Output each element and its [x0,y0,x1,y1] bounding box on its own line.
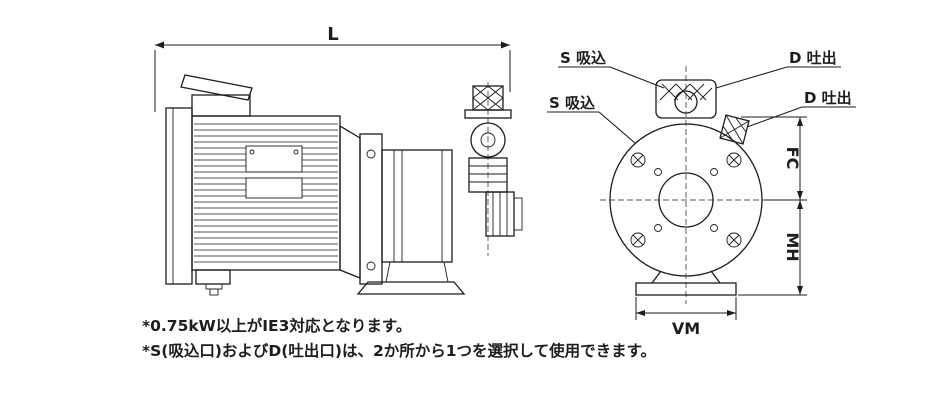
length-dimension: L [154,24,511,112]
mh-dimension: MH [738,200,807,296]
fc-dimension: FC [741,116,807,201]
port-opening [470,122,506,158]
front-side-port [719,114,750,145]
casing-bolts [630,152,742,248]
port-labels: S 吸込 D 吐出 S 吸込 D 吐出 [547,49,856,144]
terminal-box [180,74,253,117]
front-top-port [655,79,717,119]
adapter-flange [339,124,383,285]
motor-nameplate [245,145,303,173]
note-ie3: *0.75kW以上がIE3対応となります。 [142,316,411,335]
pump-base-side [356,281,466,295]
dimension-label-length: L [327,24,338,45]
label-discharge-top: D 吐出 [789,49,837,67]
dimension-label-fc: FC [783,147,802,170]
front-view: FC MH VM [600,66,807,338]
note-port-selection: *S(吸込口)およびD(吐出口)は、2か所から1つを選択して使用できます。 [142,341,656,360]
side-port-assembly [485,191,523,237]
label-suction-side: S 吸込 [549,94,595,112]
dimension-label-vm: VM [672,319,700,338]
motor-rear-bracket [165,107,193,285]
label-discharge-side: D 吐出 [804,89,852,107]
notes: *0.75kW以上がIE3対応となります。 *S(吸込口)およびD(吐出口)は、… [142,316,656,360]
top-port-assembly [464,82,512,256]
label-suction-top: S 吸込 [560,49,606,67]
pump-casing-side [381,149,453,283]
vm-dimension: VM [635,297,737,338]
side-view: L [154,24,523,296]
casing-circle [609,123,763,277]
pump-base-front [635,270,737,296]
casing-hub [658,172,714,228]
motor-body [191,115,341,271]
dimension-label-mh: MH [783,232,802,261]
motor-foot [195,269,231,296]
